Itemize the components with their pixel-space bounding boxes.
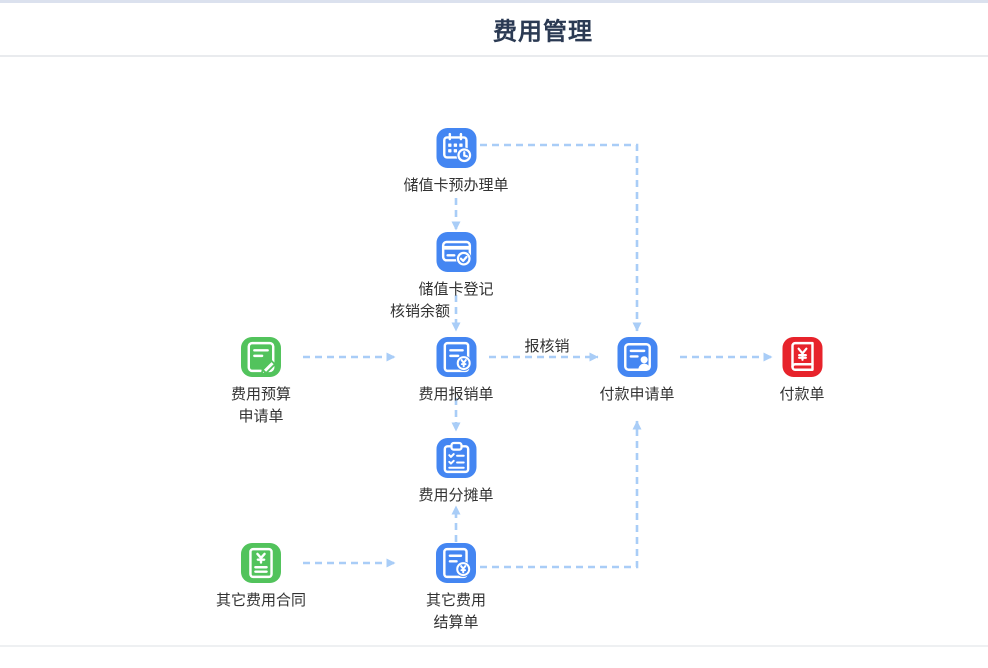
node-label-line: 储值卡登记 [418, 281, 494, 298]
edge-label: 报核销 [524, 338, 569, 355]
node-label: 其它费用结算单 [426, 590, 486, 634]
clipboard-list-icon[interactable] [435, 438, 476, 478]
node-stored-value-card-preorder[interactable]: 储值卡预办理单 [403, 128, 509, 197]
node-label: 费用分摊单 [418, 485, 493, 507]
calendar-clock-icon[interactable] [435, 128, 476, 168]
node-payment-request[interactable]: 付款申请单 [599, 337, 675, 406]
node-label: 其它费用合同 [216, 590, 306, 612]
node-label-line: 付款单 [779, 386, 825, 403]
node-other-expense-settlement[interactable]: 其它费用结算单 [426, 543, 486, 634]
node-label: 储值卡预办理单 [403, 175, 508, 197]
node-label: 费用报销单 [418, 384, 493, 406]
node-payment-slip[interactable]: 付款单 [779, 337, 825, 406]
node-label-line: 申请单 [238, 408, 284, 425]
page-bottom-divider [0, 645, 988, 647]
page-top-accent [0, 0, 988, 3]
node-label-line: 费用预算 [230, 386, 292, 403]
node-stored-value-card-register[interactable]: 储值卡登记 [418, 232, 494, 301]
edge-other-expense-settlement-to-payment-request [480, 420, 642, 569]
doc-yen-circle-icon[interactable] [435, 543, 476, 583]
node-label: 储值卡登记 [418, 279, 493, 301]
doc-coin-icon[interactable] [435, 337, 476, 377]
doc-person-icon[interactable] [616, 337, 657, 377]
node-label: 付款申请单 [599, 384, 674, 406]
page-header: 费用管理 [0, 3, 988, 57]
node-label-line: 费用分摊单 [418, 487, 494, 504]
edge-label: 核销余额 [390, 302, 450, 320]
node-label: 付款单 [779, 384, 824, 406]
node-label-line: 付款申请单 [599, 386, 675, 403]
node-label: 费用预算申请单 [231, 384, 291, 428]
page-title: 费用管理 [493, 18, 593, 46]
node-other-expense-contract[interactable]: 其它费用合同 [216, 543, 306, 612]
node-expense-reimbursement[interactable]: 费用报销单 [418, 337, 494, 406]
receipt-yen-icon[interactable] [781, 337, 822, 377]
node-label-line: 结算单 [433, 614, 479, 631]
node-expense-budget-request[interactable]: 费用预算申请单 [231, 337, 291, 428]
node-label-line: 储值卡预办理单 [403, 177, 509, 194]
contract-yen-icon[interactable] [240, 543, 281, 583]
node-expense-allocation[interactable]: 费用分摊单 [418, 438, 494, 507]
card-check-icon[interactable] [435, 232, 476, 272]
node-label-line: 其它费用 [425, 592, 487, 609]
doc-pencil-icon[interactable] [240, 337, 281, 377]
node-label-line: 费用报销单 [418, 386, 494, 403]
node-label-line: 其它费用合同 [215, 592, 307, 609]
